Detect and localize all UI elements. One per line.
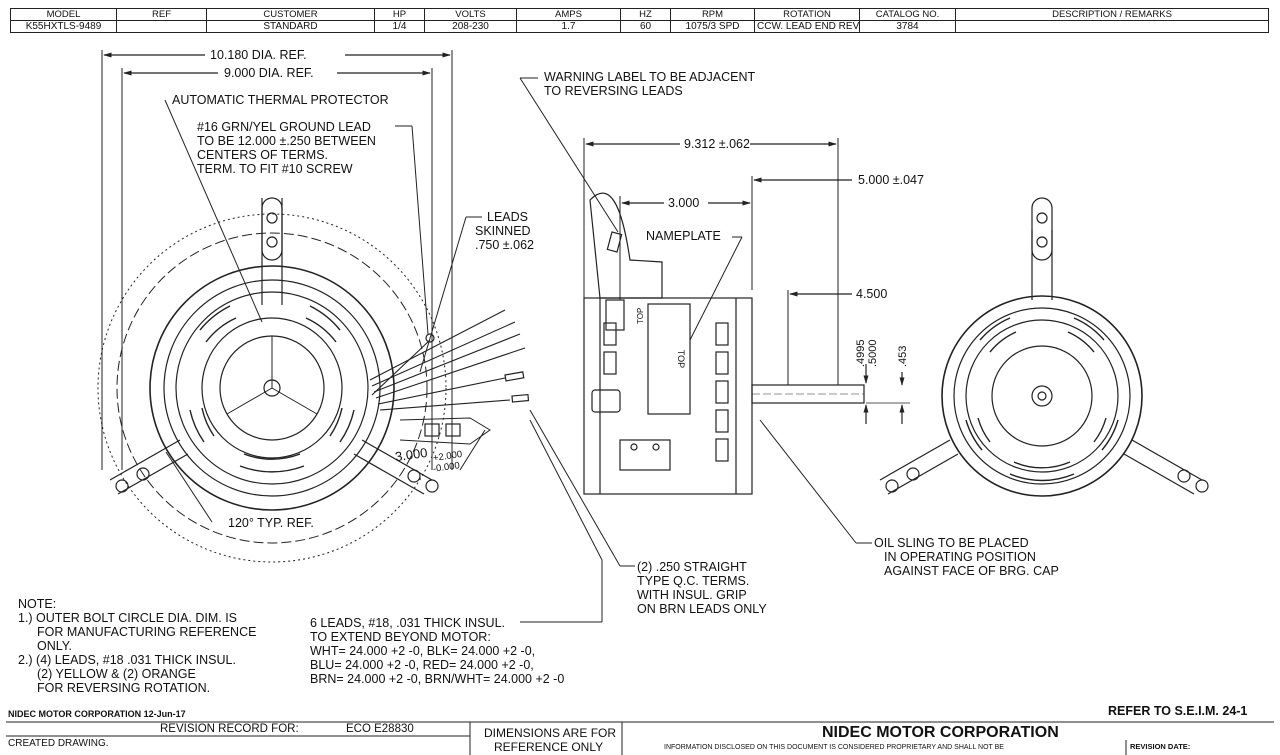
dim-5000: 5.000 ±.047 (858, 173, 924, 187)
proprietary-info: INFORMATION DISCLOSED ON THIS DOCUMENT I… (664, 744, 1004, 751)
warning-label-line-1: WARNING LABEL TO BE ADJACENT (544, 70, 756, 84)
front-view (97, 50, 530, 563)
company-date: NIDEC MOTOR CORPORATION 12-Jun-17 (8, 709, 186, 719)
leads-note-line: BRN= 24.000 +2 -0, BRN/WHT= 24.000 +2 -0 (310, 672, 565, 686)
revision-date-label: REVISION DATE: (1130, 742, 1191, 751)
oil-sling-line-1: OIL SLING TO BE PLACED (874, 536, 1029, 550)
overall-length-dim: 9.312 ±.062 (684, 137, 750, 151)
spec-table: MODEL REF CUSTOMER HP VOLTS AMPS HZ RPM … (10, 8, 1269, 33)
created-drawing: CREATED DRAWING. (8, 738, 109, 749)
note-line: ONLY. (37, 639, 72, 653)
revision-record-label: REVISION RECORD FOR: (160, 723, 299, 735)
leads-note-line: WHT= 24.000 +2 -0, BLK= 24.000 +2 -0, (310, 644, 536, 658)
leads-note-line: BLU= 24.000 +2 -0, RED= 24.000 +2 -0, (310, 658, 534, 672)
side-view (519, 77, 910, 623)
note-line: FOR REVERSING ROTATION. (37, 681, 211, 695)
qc-terms-line-3: WITH INSUL. GRIP (637, 588, 747, 602)
outer-diameter-label: 10.180 DIA. REF. (210, 48, 307, 62)
angle-label: 120° TYP. REF. (228, 516, 314, 530)
leads-note-line: TO EXTEND BEYOND MOTOR: (310, 630, 491, 644)
notes-title: NOTE: (18, 597, 57, 611)
qc-terms-line-2: TYPE Q.C. TERMS. (637, 574, 750, 588)
flat-dim: .453 (897, 345, 909, 367)
warning-label-line-2: TO REVERSING LEADS (544, 84, 683, 98)
note-line: 1.) OUTER BOLT CIRCLE DIA. DIM. IS (18, 611, 238, 625)
leads-skinned-line-2: SKINNED (475, 224, 531, 238)
spec-value: 60 (620, 20, 671, 33)
thermal-protector-label: AUTOMATIC THERMAL PROTECTOR (172, 93, 389, 107)
leads-skinned-line-1: LEADS (487, 210, 528, 224)
ground-lead-line-1: #16 GRN/YEL GROUND LEAD (197, 120, 371, 134)
inner-diameter-label: 9.000 DIA. REF. (224, 66, 314, 80)
qc-terms-line-4: ON BRN LEADS ONLY (637, 602, 767, 616)
title-block-lines (6, 721, 1274, 755)
dim-4500: 4.500 (856, 287, 888, 301)
top-mark-a: TOP (636, 307, 645, 324)
ground-lead-line-4: TERM. TO FIT #10 SCREW (197, 162, 353, 176)
nameplate-label: NAMEPLATE (646, 229, 721, 243)
ground-lead-line-2: TO BE 12.000 ±.250 BETWEEN (197, 134, 376, 148)
shaft-dia-a: .4995 (855, 339, 867, 367)
eco-number: ECO E28830 (346, 723, 414, 735)
shaft-dia-b: .5000 (867, 339, 879, 367)
note-line: (2) YELLOW & (2) ORANGE (37, 667, 196, 681)
company-name: NIDEC MOTOR CORPORATION (822, 724, 1059, 741)
top-mark-b: TOP (676, 349, 687, 369)
spec-value: CCW. LEAD END REV (754, 20, 860, 33)
leads-note-line: 6 LEADS, #18, .031 THICK INSUL. (310, 616, 506, 630)
spec-value: 208-230 (424, 20, 517, 33)
rear-view (879, 197, 1209, 497)
spec-value (955, 20, 1269, 33)
qc-terms-line-1: (2) .250 STRAIGHT (637, 560, 747, 574)
oil-sling-line-2: IN OPERATING POSITION (884, 550, 1036, 564)
refer-label: REFER TO S.E.I.M. 24-1 (1108, 704, 1248, 718)
dims-ref-line-1: DIMENSIONS ARE FOR (484, 726, 617, 740)
spec-value: K55HXTLS-9489 (10, 20, 117, 33)
leads-skinned-line-3: .750 ±.062 (475, 238, 534, 252)
dims-ref-line-2: REFERENCE ONLY (494, 740, 604, 754)
oil-sling-line-3: AGAINST FACE OF BRG. CAP (884, 564, 1059, 578)
note-line: FOR MANUFACTURING REFERENCE (37, 625, 257, 639)
note-line: 2.) (4) LEADS, #18 .031 THICK INSUL. (18, 653, 236, 667)
dim-3000: 3.000 (668, 196, 700, 210)
spec-value-row: K55HXTLS-9489 STANDARD 1/4 208-230 1.7 6… (10, 20, 1269, 33)
ground-lead-line-3: CENTERS OF TERMS. (197, 148, 329, 162)
